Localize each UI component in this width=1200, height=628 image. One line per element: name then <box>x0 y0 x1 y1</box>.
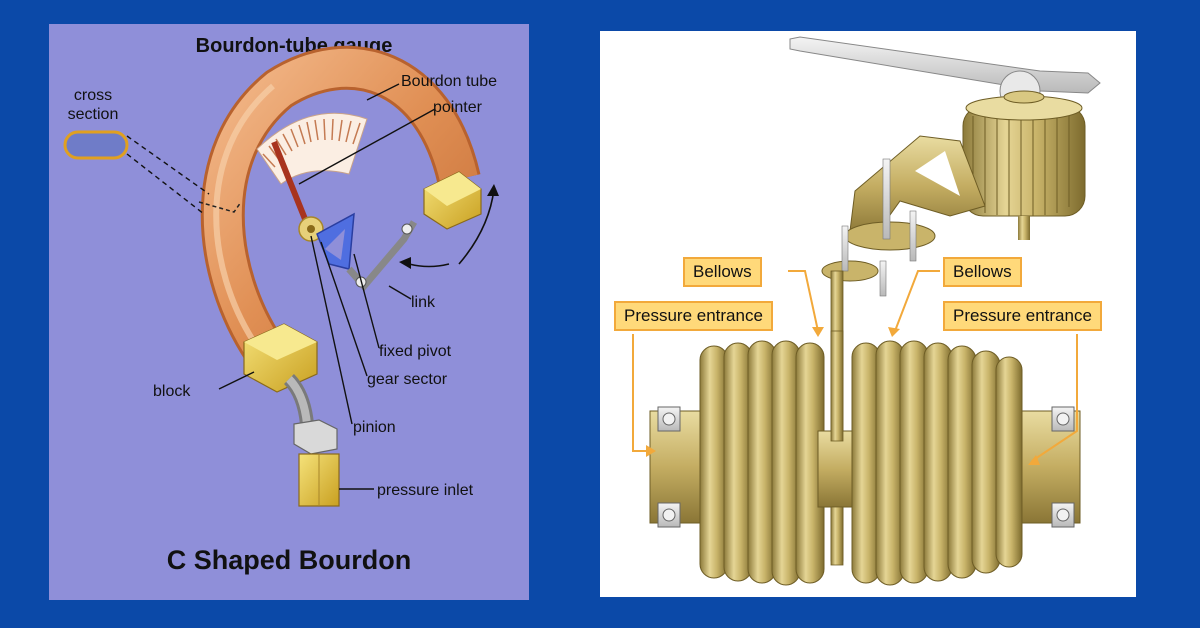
label-cross-section-1: cross <box>74 87 112 104</box>
label-bourdon-tube: Bourdon tube <box>401 73 497 90</box>
label-cross-section-2: section <box>68 106 119 123</box>
label-pinion: pinion <box>353 419 396 436</box>
bourdon-diagram: Bourdon-tube gauge <box>63 35 499 575</box>
tube-end-block <box>423 171 482 230</box>
bellows-shape <box>649 330 1081 586</box>
bellows-diagram <box>632 36 1101 586</box>
cross-section-oval <box>63 130 129 160</box>
callout-bellows-left: Bellows <box>683 257 762 287</box>
pointer-needle <box>271 140 310 226</box>
block-shape <box>243 323 318 393</box>
label-pointer: pointer <box>433 99 483 116</box>
sector-linkage <box>821 135 986 297</box>
label-gear-sector: gear sector <box>367 371 448 388</box>
diagram-caption: C Shaped Bourdon <box>167 545 412 575</box>
callout-bellows-right: Bellows <box>943 257 1022 287</box>
label-link: link <box>411 294 436 311</box>
pressure-inlet-fitting <box>293 419 340 507</box>
label-fixed-pivot: fixed pivot <box>379 343 452 360</box>
callout-pressure-entrance-right: Pressure entrance <box>943 301 1102 331</box>
bourdon-diagram-panel: Bourdon-tube gauge <box>49 24 529 600</box>
bourdon-tube-shape <box>200 45 481 362</box>
bellows-diagram-panel: Bellows Bellows Pressure entrance Pressu… <box>600 31 1136 597</box>
label-block: block <box>153 383 191 400</box>
callout-pressure-entrance-left: Pressure entrance <box>614 301 773 331</box>
pinion-gear <box>962 90 1086 240</box>
label-pressure-inlet: pressure inlet <box>377 482 474 499</box>
